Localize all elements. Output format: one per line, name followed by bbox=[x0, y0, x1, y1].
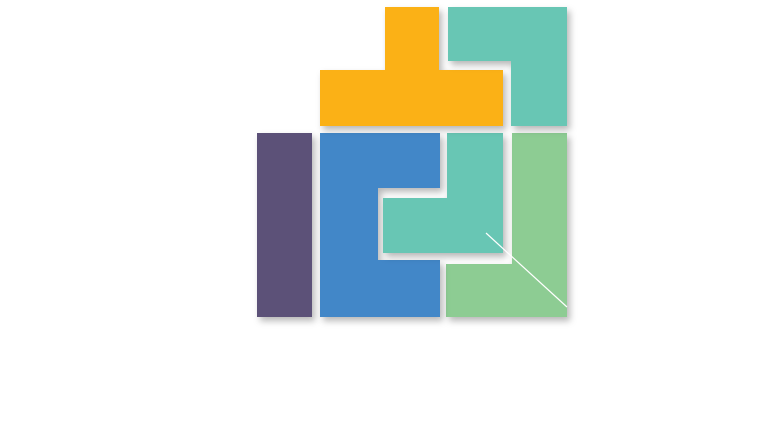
orange-t-piece bbox=[320, 7, 503, 126]
blue-c-piece bbox=[320, 133, 440, 317]
teal-top-l-piece bbox=[448, 7, 567, 126]
purple-bar-piece bbox=[257, 133, 312, 317]
green-l-piece bbox=[446, 133, 567, 317]
teal-mid-l-piece bbox=[383, 133, 503, 253]
connector-line bbox=[485, 232, 568, 308]
